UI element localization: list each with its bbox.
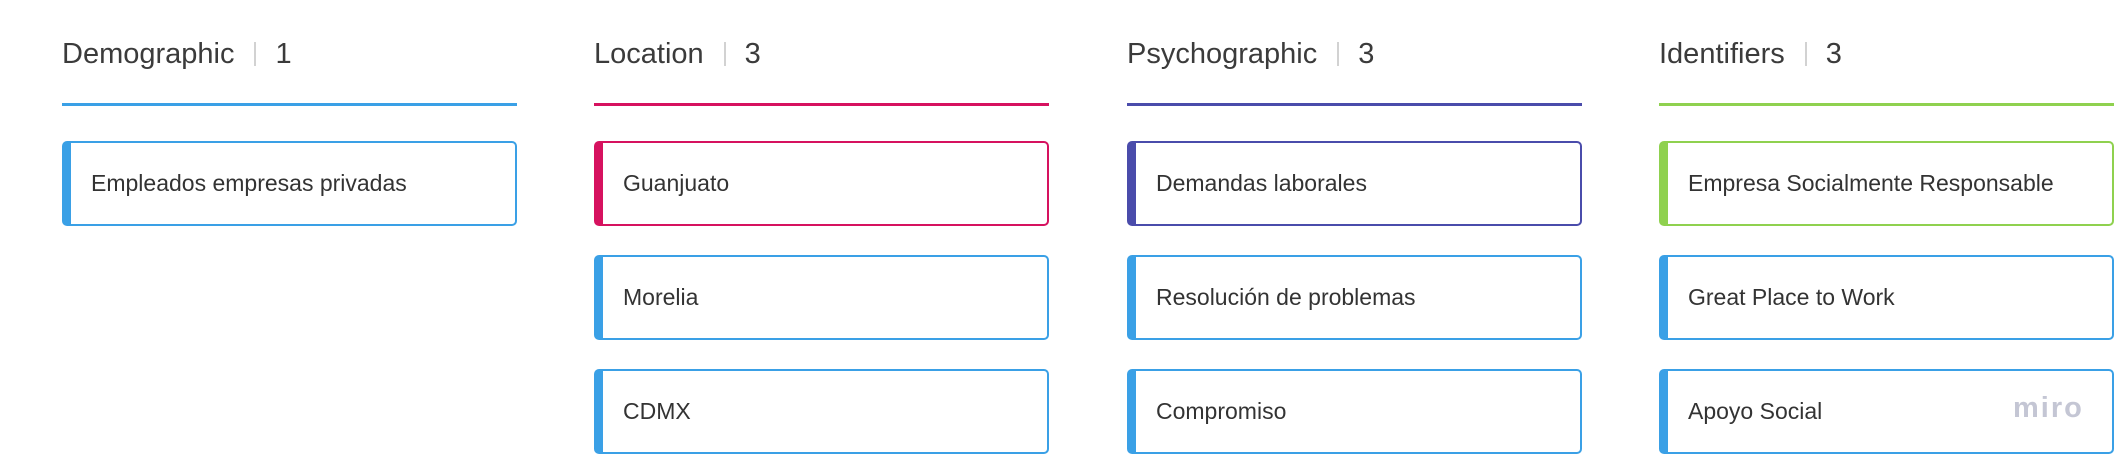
column-title: Identifiers bbox=[1659, 37, 1785, 70]
card-label: CDMX bbox=[623, 398, 691, 424]
card[interactable]: Apoyo Social bbox=[1659, 369, 2114, 454]
card[interactable]: Guanjuato bbox=[594, 141, 1049, 226]
column-count: 3 bbox=[1825, 37, 1842, 70]
column-title: Location bbox=[594, 37, 704, 70]
card-label: Demandas laborales bbox=[1156, 170, 1367, 196]
column-color-line bbox=[594, 103, 1049, 106]
card[interactable]: Empleados empresas privadas bbox=[62, 141, 517, 226]
card[interactable]: Morelia bbox=[594, 255, 1049, 340]
card-label: Morelia bbox=[623, 284, 699, 310]
column-color-line bbox=[1659, 103, 2114, 106]
column-count: 3 bbox=[744, 37, 761, 70]
card[interactable]: CDMX bbox=[594, 369, 1049, 454]
card-label: Compromiso bbox=[1156, 398, 1287, 424]
card-label: Guanjuato bbox=[623, 170, 730, 196]
column-header[interactable]: Identifiers 3 bbox=[1659, 34, 1842, 74]
column-color-line bbox=[62, 103, 517, 106]
card-label: Empleados empresas privadas bbox=[91, 170, 407, 196]
column-count: 1 bbox=[275, 37, 292, 70]
column-header[interactable]: Location 3 bbox=[594, 34, 761, 74]
card[interactable]: Empresa Socialmente Responsable bbox=[1659, 141, 2114, 226]
miro-watermark-logo: miro bbox=[2013, 392, 2084, 424]
column-count: 3 bbox=[1358, 37, 1375, 70]
column-header[interactable]: Demographic 1 bbox=[62, 34, 292, 74]
card[interactable]: Great Place to Work bbox=[1659, 255, 2114, 340]
card-label: Great Place to Work bbox=[1688, 284, 1895, 310]
column-color-line bbox=[1127, 103, 1582, 106]
card[interactable]: Resolución de problemas bbox=[1127, 255, 1582, 340]
column-title: Demographic bbox=[62, 37, 235, 70]
card-label: Apoyo Social bbox=[1688, 398, 1823, 424]
header-separator bbox=[254, 42, 257, 66]
column-title: Psychographic bbox=[1127, 37, 1318, 70]
card-label: Empresa Socialmente Responsable bbox=[1688, 170, 2054, 196]
card[interactable]: Compromiso bbox=[1127, 369, 1582, 454]
column-header[interactable]: Psychographic 3 bbox=[1127, 34, 1374, 74]
header-separator bbox=[1804, 42, 1807, 66]
card-label: Resolución de problemas bbox=[1156, 284, 1416, 310]
header-separator bbox=[723, 42, 726, 66]
header-separator bbox=[1337, 42, 1340, 66]
card[interactable]: Demandas laborales bbox=[1127, 141, 1582, 226]
